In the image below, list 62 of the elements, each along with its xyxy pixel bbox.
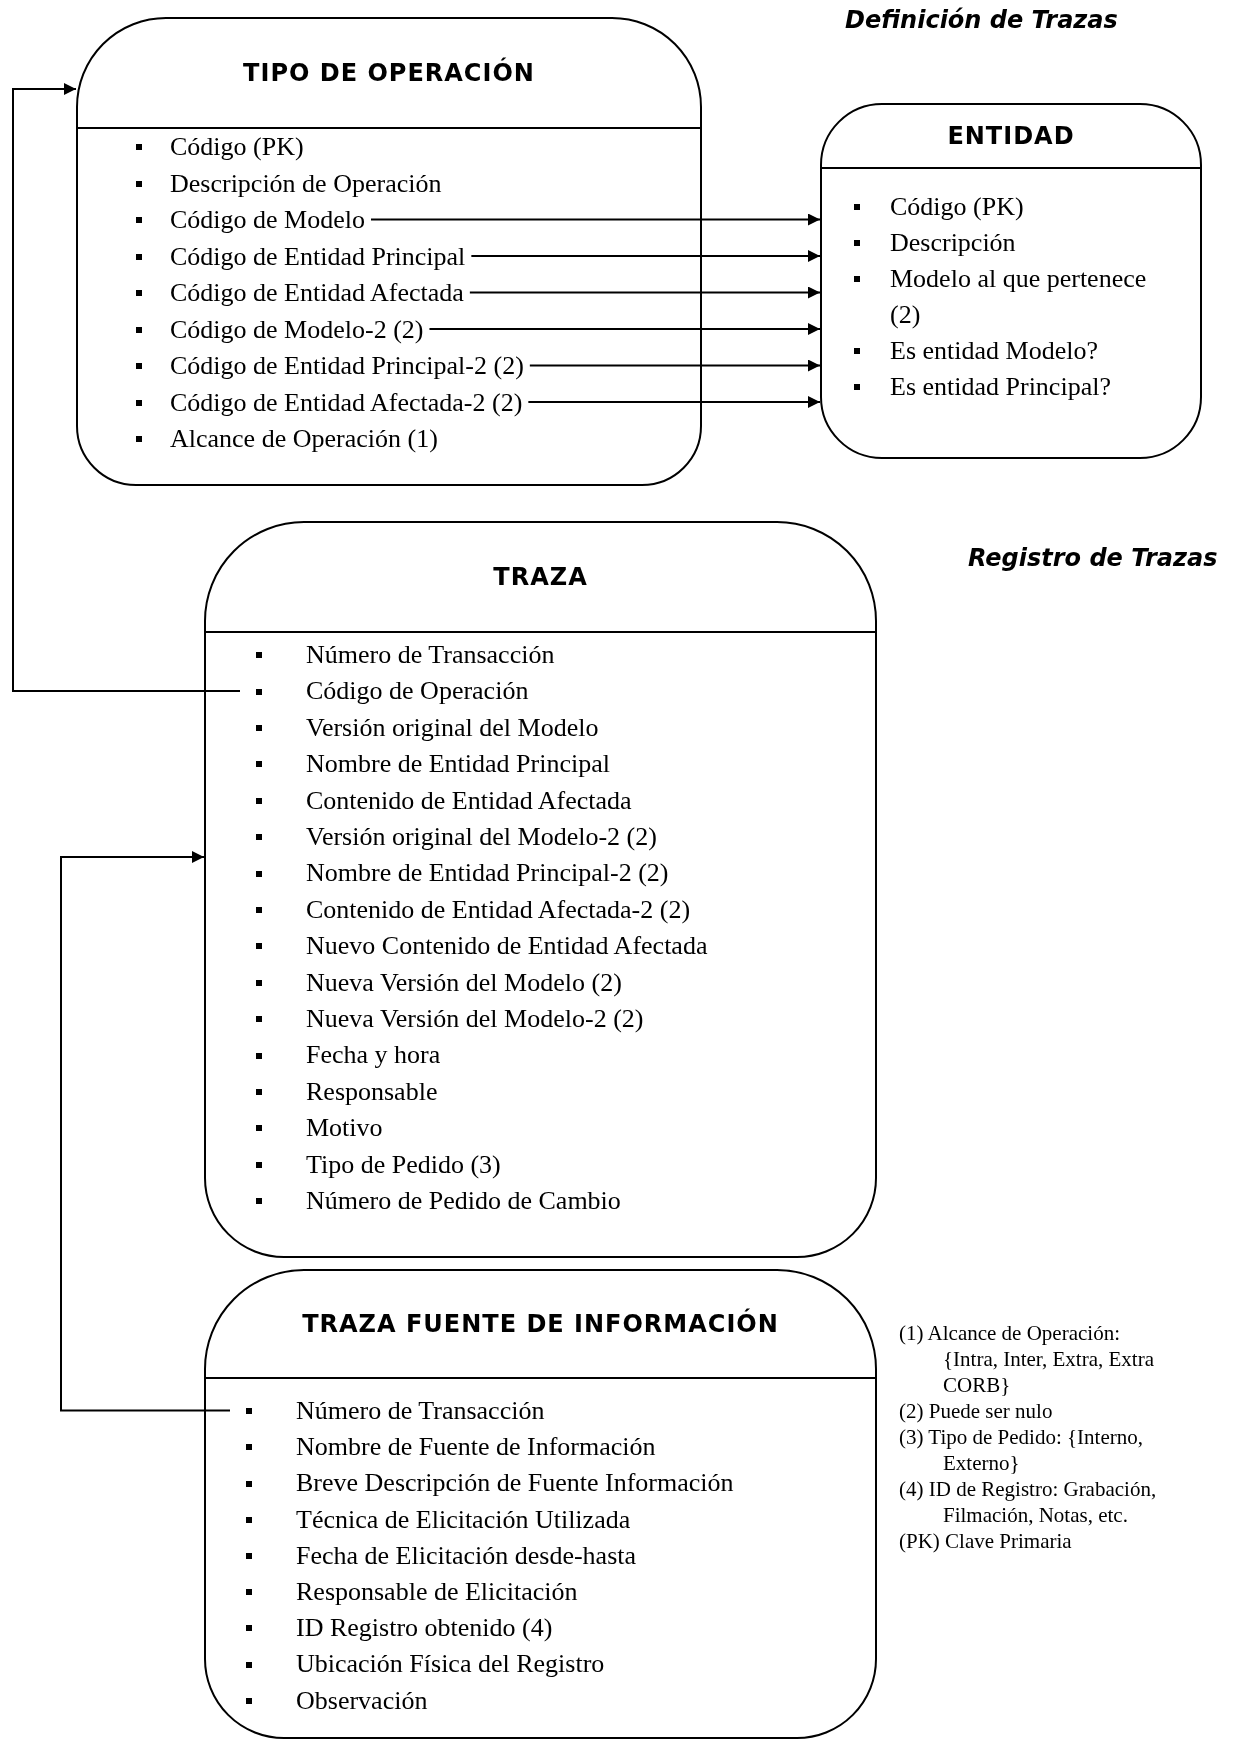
attribute-item: Ubicación Física del Registro [246, 1646, 867, 1683]
attribute-item: Descripción de Operación [136, 165, 692, 202]
attribute-item: Nombre de Entidad Principal [256, 746, 867, 783]
footnote: (1) Alcance de Operación: {Intra, Inter, Extra, Extra CORB} [899, 1320, 1155, 1398]
attribute-item: Versión original del Modelo [256, 709, 867, 747]
attribute-item: Código (PK) [854, 189, 1150, 225]
attribute-item: Nuevo Contenido de Entidad Afectada [256, 928, 867, 965]
section-title: Registro de Trazas [968, 544, 1218, 572]
attribute-item: Código de Modelo-2 (2) [136, 311, 692, 348]
attribute-item: Responsable [256, 1073, 867, 1111]
footnote: (2) Puede ser nulo [899, 1398, 1054, 1424]
entity-box [204, 521, 877, 1258]
attribute-item: Código (PK) [136, 129, 692, 166]
entity-box [76, 17, 702, 486]
attribute-item: Fecha de Elicitación desde-hasta [246, 1537, 867, 1574]
entity-box [820, 103, 1202, 459]
attribute-item: Breve Descripción de Fuente Información [246, 1465, 867, 1502]
entity-title: TRAZA FUENTE DE INFORMACIÓN [302, 1310, 779, 1338]
attribute-item: Contenido de Entidad Afectada [256, 782, 867, 820]
arrow [528, 359, 821, 372]
footnote: (PK) Clave Primaria [899, 1528, 1073, 1554]
attribute-item: Código de Operación [256, 673, 867, 710]
attribute-item: Código de Entidad Principal-2 (2) [136, 348, 692, 385]
attribute-item: Tipo de Pedido (3) [256, 1146, 867, 1184]
attribute-item: Nombre de Entidad Principal-2 (2) [256, 855, 867, 892]
footnote: (3) Tipo de Pedido: {Interno, Externo} [899, 1424, 1144, 1476]
attribute-item: Código de Entidad Afectada [136, 275, 692, 312]
arrow [468, 286, 821, 299]
attribute-item: Nombre de Fuente de Información [246, 1429, 867, 1466]
attribute-item: Observación [246, 1682, 867, 1719]
attribute-item: Número de Transacción [256, 637, 867, 674]
attribute-item: Modelo al que pertenece (2) [854, 261, 1150, 333]
attribute-item: Es entidad Principal? [854, 369, 1150, 405]
attribute-item: Número de Pedido de Cambio [256, 1183, 867, 1220]
arrow [60, 851, 231, 1412]
attribute-item: Responsable de Elicitación [246, 1574, 867, 1611]
entity-title: ENTIDAD [947, 122, 1075, 150]
attribute-item: Código de Modelo [136, 202, 692, 239]
arrow [370, 213, 821, 226]
arrow [12, 83, 241, 692]
attribute-item: Contenido de Entidad Afectada-2 (2) [256, 891, 867, 929]
attribute-item: Alcance de Operación (1) [136, 421, 692, 458]
attribute-item: ID Registro obtenido (4) [246, 1610, 867, 1647]
attribute-item: Versión original del Modelo-2 (2) [256, 819, 867, 856]
attribute-item: Descripción [854, 225, 1150, 261]
arrow [527, 396, 821, 408]
attribute-item: Número de Transacción [246, 1393, 867, 1430]
attribute-item: Fecha y hora [256, 1037, 867, 1074]
footnote: (4) ID de Registro: Grabación, Filmación, Notas, etc. [899, 1476, 1157, 1528]
attribute-item: Es entidad Modelo? [854, 333, 1150, 369]
arrow [428, 323, 821, 335]
attribute-item: Nueva Versión del Modelo (2) [256, 964, 867, 1002]
attribute-item: Código de Entidad Principal [136, 238, 692, 275]
attribute-item: Motivo [256, 1110, 867, 1147]
section-title: Definición de Trazas [845, 6, 1118, 34]
attribute-item: Técnica de Elicitación Utilizada [246, 1501, 867, 1538]
entity-box [204, 1269, 877, 1739]
entity-title: TIPO DE OPERACIÓN [243, 59, 535, 87]
attribute-item: Código de Entidad Afectada-2 (2) [136, 384, 692, 421]
arrow [470, 250, 821, 262]
attribute-item: Nueva Versión del Modelo-2 (2) [256, 1001, 867, 1038]
entity-title: TRAZA [493, 563, 588, 591]
